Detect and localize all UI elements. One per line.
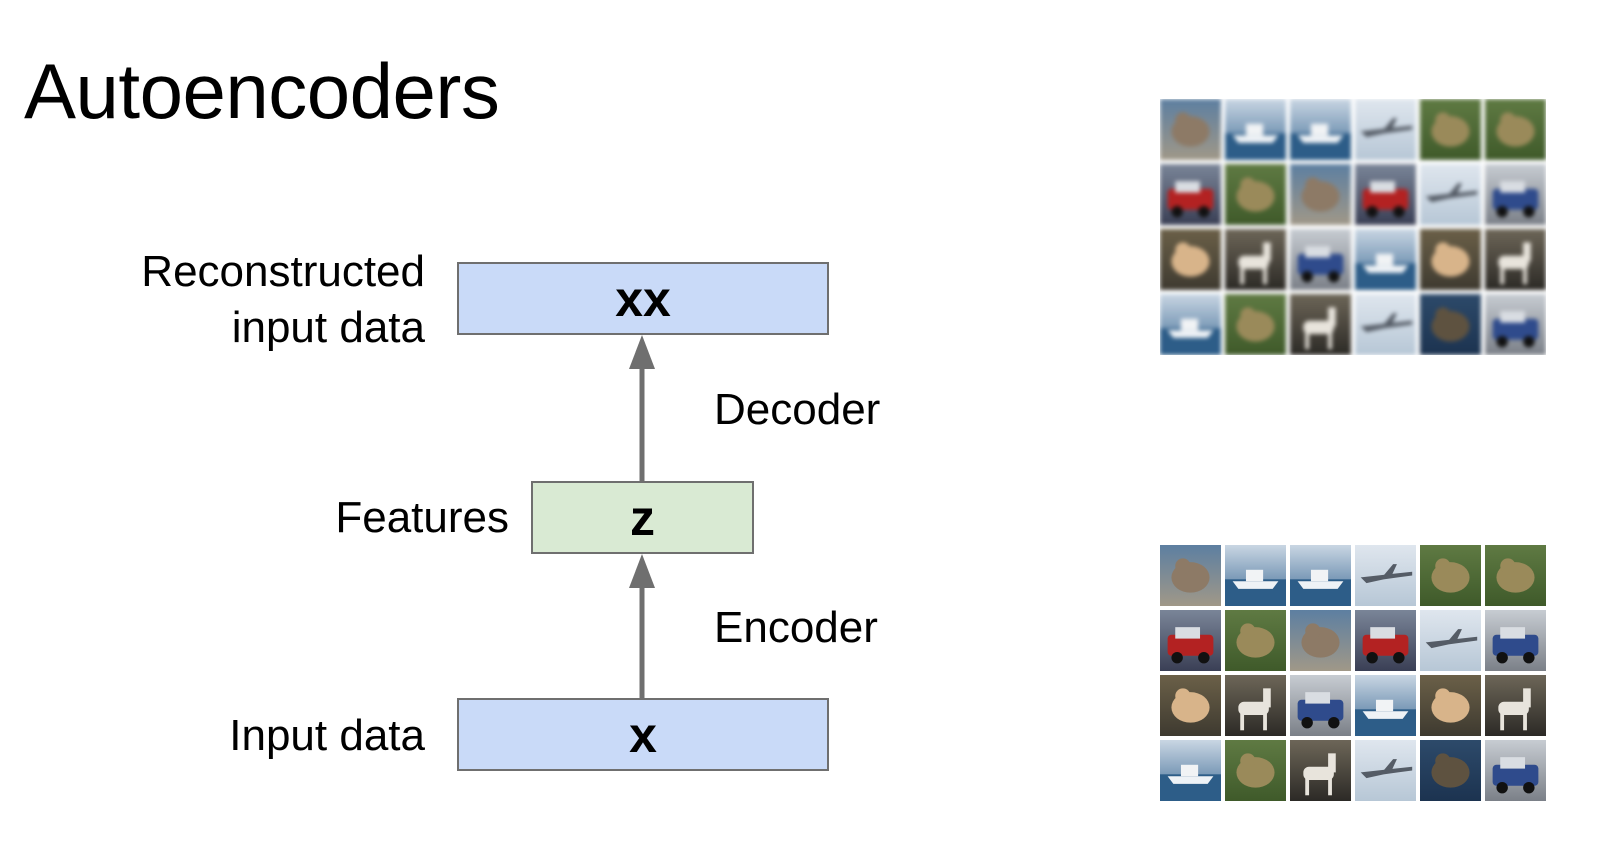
reconstructed-tile-dog [1420,229,1481,290]
reconstructed-tile-ship [1225,99,1286,160]
encoder-arrowhead [629,554,655,588]
original-tile-ship [1160,740,1221,801]
reconstructed-label-line1: Reconstructed [141,247,425,296]
reconstructed-tile-truck [1290,229,1351,290]
input-node: x [457,698,829,771]
decoder-label: Decoder [714,385,881,434]
reconstructed-tile-cat [1160,99,1221,160]
reconstructed-node: xx [457,262,829,335]
reconstructed-tile-frog [1485,99,1546,160]
reconstructed-tile-airplane [1355,99,1416,160]
reconstructed-tile-airplane [1355,294,1416,355]
original-tile-truck [1485,740,1546,801]
reconstructed-tile-frog [1420,99,1481,160]
original-tile-airplane [1355,545,1416,606]
original-tile-dog [1160,675,1221,736]
original-tile-frog [1225,740,1286,801]
reconstructed-tile-ship [1290,99,1351,160]
reconstructed-tile-horse [1225,229,1286,290]
original-tile-automobile [1160,610,1221,671]
reconstructed-tile-horse [1485,229,1546,290]
reconstructed-tile-dog [1160,229,1221,290]
features-node: z [531,481,754,554]
input-label: Input data [229,711,425,760]
original-tile-truck [1485,610,1546,671]
original-tile-cat [1290,610,1351,671]
reconstructed-label: Reconstructed input data [141,244,425,356]
original-tile-horse [1290,740,1351,801]
reconstructed-tile-frog [1225,164,1286,225]
reconstructed-tile-frog [1225,294,1286,355]
reconstructed-tile-airplane [1420,164,1481,225]
input-symbol: x [629,706,657,763]
original-tile-ship [1290,545,1351,606]
original-tile-truck [1290,675,1351,736]
features-label: Features [335,493,509,542]
reconstructed-tile-cat [1290,164,1351,225]
original-tile-ship [1355,675,1416,736]
reconstructed-tile-ship [1355,229,1416,290]
reconstructed-label-line2: input data [231,303,425,352]
original-tile-automobile [1355,610,1416,671]
reconstructed-tile-horse [1290,294,1351,355]
original-tile-horse [1485,675,1546,736]
original-tile-frog [1485,545,1546,606]
original-image-grid [1160,545,1546,801]
reconstructed-tile-truck [1485,164,1546,225]
original-tile-frog [1420,545,1481,606]
reconstructed-tile-ship [1160,294,1221,355]
reconstructed-tile-truck [1485,294,1546,355]
decoder-arrowhead [629,335,655,369]
encoder-label: Encoder [714,603,878,652]
reconstructed-symbol: xx [615,270,671,327]
reconstructed-tile-automobile [1355,164,1416,225]
reconstructed-image-grid [1160,99,1546,355]
reconstructed-tile-deer [1420,294,1481,355]
reconstructed-tile-automobile [1160,164,1221,225]
features-symbol: z [630,489,655,546]
original-tile-horse [1225,675,1286,736]
original-tile-ship [1225,545,1286,606]
original-tile-dog [1420,675,1481,736]
original-tile-deer [1420,740,1481,801]
original-tile-cat [1160,545,1221,606]
slide-title: Autoencoders [24,47,500,135]
original-tile-frog [1225,610,1286,671]
original-tile-airplane [1355,740,1416,801]
original-tile-airplane [1420,610,1481,671]
